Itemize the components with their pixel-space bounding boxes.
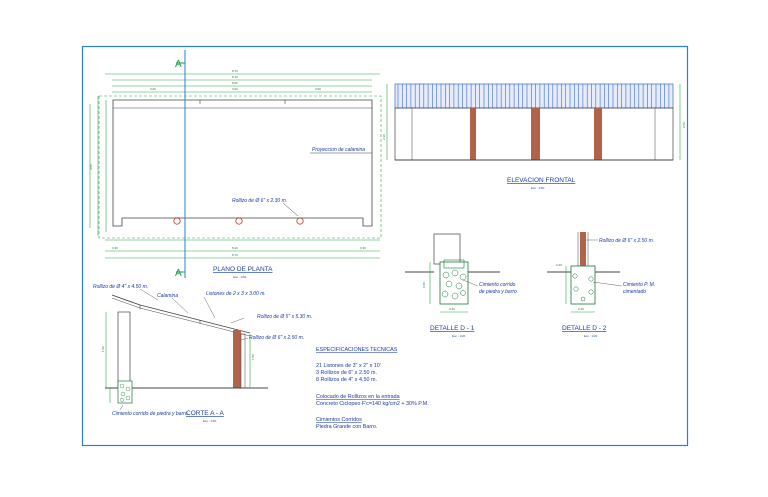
d2-scale: Esc.: 1/20 [584,334,598,338]
d1-label-line1: Cimiento corrido [479,282,516,288]
svg-text:0.30: 0.30 [112,246,118,250]
svg-text:1.60: 1.60 [101,346,105,352]
svg-text:8.00: 8.00 [232,81,238,85]
colocado-text: Concreto Ciclopeo F'c=140 kg/cm2 + 30% P… [316,401,429,407]
cimientos-heading: Cimientos Corridos [316,417,362,423]
cimientos-text: Piedra Grande con Barro. [316,424,377,430]
svg-text:1.80: 1.80 [251,354,255,360]
spec-item-2: 3 Rollizos de 6" x 2.50 m. [316,370,377,376]
projection-label: Proyeccion de calamina [312,147,365,153]
detail-d1: 0.60 0.40 Cimiento corrido de piedra y b… [405,233,517,338]
corte-label-rollizo-right: Rollizo de Ø 6" x 2.50 m. [249,335,304,341]
elevation-post-2 [531,108,540,160]
detail-d2: 0.30 0.40 Rollizo de Ø 6" x 2.50 m. Cimi… [547,232,655,338]
sheet-border [81,45,689,447]
rollizo-post-3 [296,217,304,225]
d1-title: DETALLE D - 1 [430,325,475,332]
colocado-heading: Colocado de Rollizos en la entrada [316,394,400,400]
svg-text:0.30: 0.30 [556,263,562,267]
svg-text:8.10: 8.10 [232,246,238,250]
section-mark-top: A [175,59,182,70]
svg-text:0.60: 0.60 [422,282,426,288]
technical-specs: ESPECIFICACIONES TECNICAS 21 Listones de… [316,347,429,430]
svg-text:8.10: 8.10 [232,75,238,79]
svg-text:3.00: 3.00 [315,87,321,91]
corte-scale: Esc.: 1/50 [203,419,217,423]
d2-label-cimiento-line2: cimentado [623,289,646,295]
section-mark-bottom: A [175,268,182,279]
corte-label-calamina: Calamina [157,293,178,299]
plan-title: PLANO DE PLANTA [213,266,273,273]
section-footing [117,380,133,404]
front-elevation: 2.30 2.50 ELEVACION FRONTAL Esc.: 1/50 [382,83,686,190]
d2-label-rollizo: Rollizo de Ø 6" x 2.50 m. [599,238,654,244]
svg-text:8.70: 8.70 [232,253,238,257]
corte-label-cimiento: Cimiento corrido de piedra y barro [112,411,188,417]
elevation-post-3 [594,108,602,160]
elevation-scale: Esc.: 1/50 [531,186,545,190]
section-a-a: 1.60 1.80 Rollizo de Ø 4" x 4.50 m. Cala… [93,284,312,423]
plan-view: 8.70 8.10 8.00 3.00 3.00 3.00 8.10 8.70 0.30… [89,50,382,279]
svg-text:8.70: 8.70 [232,69,238,73]
corte-title: CORTE A - A [186,410,224,417]
d2-footing [570,265,596,305]
section-post-right [233,330,241,388]
svg-text:3.00: 3.00 [150,87,156,91]
plan-scale: Esc.: 1/50 [233,275,247,279]
spec-item-1: 21 Listones de 3" x 2" x 10' [316,363,381,369]
svg-text:3.00: 3.00 [232,87,238,91]
d2-title: DETALLE D - 2 [562,325,607,332]
corte-label-rollizo-mid: Rollizo de Ø 5" x 5.30 m. [257,314,312,320]
svg-text:0.30: 0.30 [360,246,366,250]
d2-label-cimiento-line1: Cimiento P. M. [623,282,655,288]
d2-post [580,232,586,272]
svg-text:4.50: 4.50 [89,164,93,170]
svg-text:2.30: 2.30 [382,134,386,140]
svg-text:2.50: 2.50 [682,122,686,128]
elevation-title: ELEVACION FRONTAL [507,177,576,184]
spec-item-3: 8 Rollizos de 4" x 4.50 m. [316,377,377,383]
rollizo-post-2 [235,217,243,225]
specs-heading: ESPECIFICACIONES TECNICAS [316,347,398,353]
rollizo-plan-label: Rollizo de Ø 6" x 2.30 m. [232,198,287,204]
d1-label-line2: de piedra y barro [479,289,517,295]
rollizo-post-1 [173,217,181,225]
svg-text:0.40: 0.40 [578,307,584,311]
elevation-post-1 [470,108,476,160]
d1-scale: Esc.: 1/20 [452,334,466,338]
svg-text:0.40: 0.40 [449,307,455,311]
corte-label-rollizo-top: Rollizo de Ø 4" x 4.50 m. [93,284,148,290]
corte-label-listones: Listones de 2 x 3 x 3.00 m. [206,291,266,297]
